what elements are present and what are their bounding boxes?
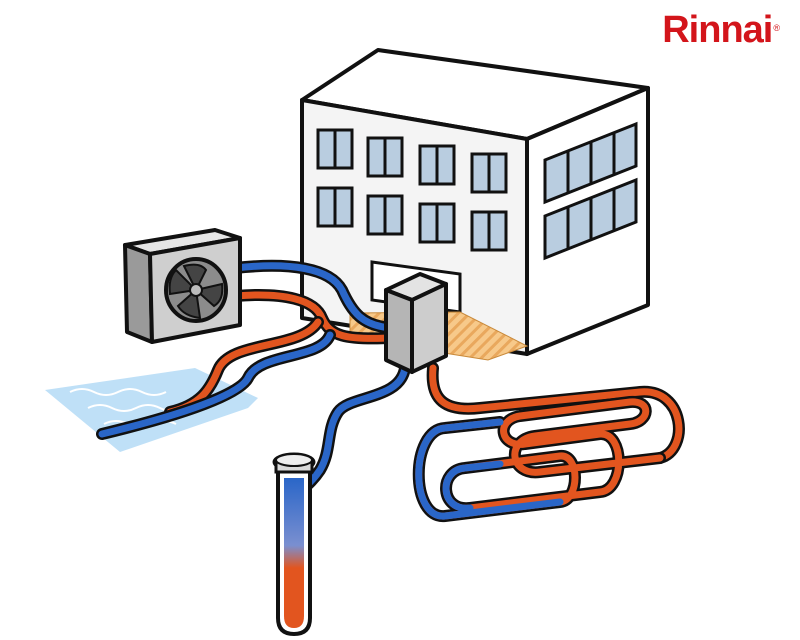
underfloor-heating-loop-icon [412,395,666,522]
fan-icon [164,257,228,323]
brand-logo: Rinnai® [662,6,780,54]
water-source-icon [45,368,258,452]
ground-probe-icon [272,452,316,637]
air-source-heat-pump-icon [123,228,242,344]
registered-mark: ® [773,23,780,33]
brand-name: Rinnai [662,9,773,51]
indoor-heat-pump-unit-icon [384,272,448,374]
